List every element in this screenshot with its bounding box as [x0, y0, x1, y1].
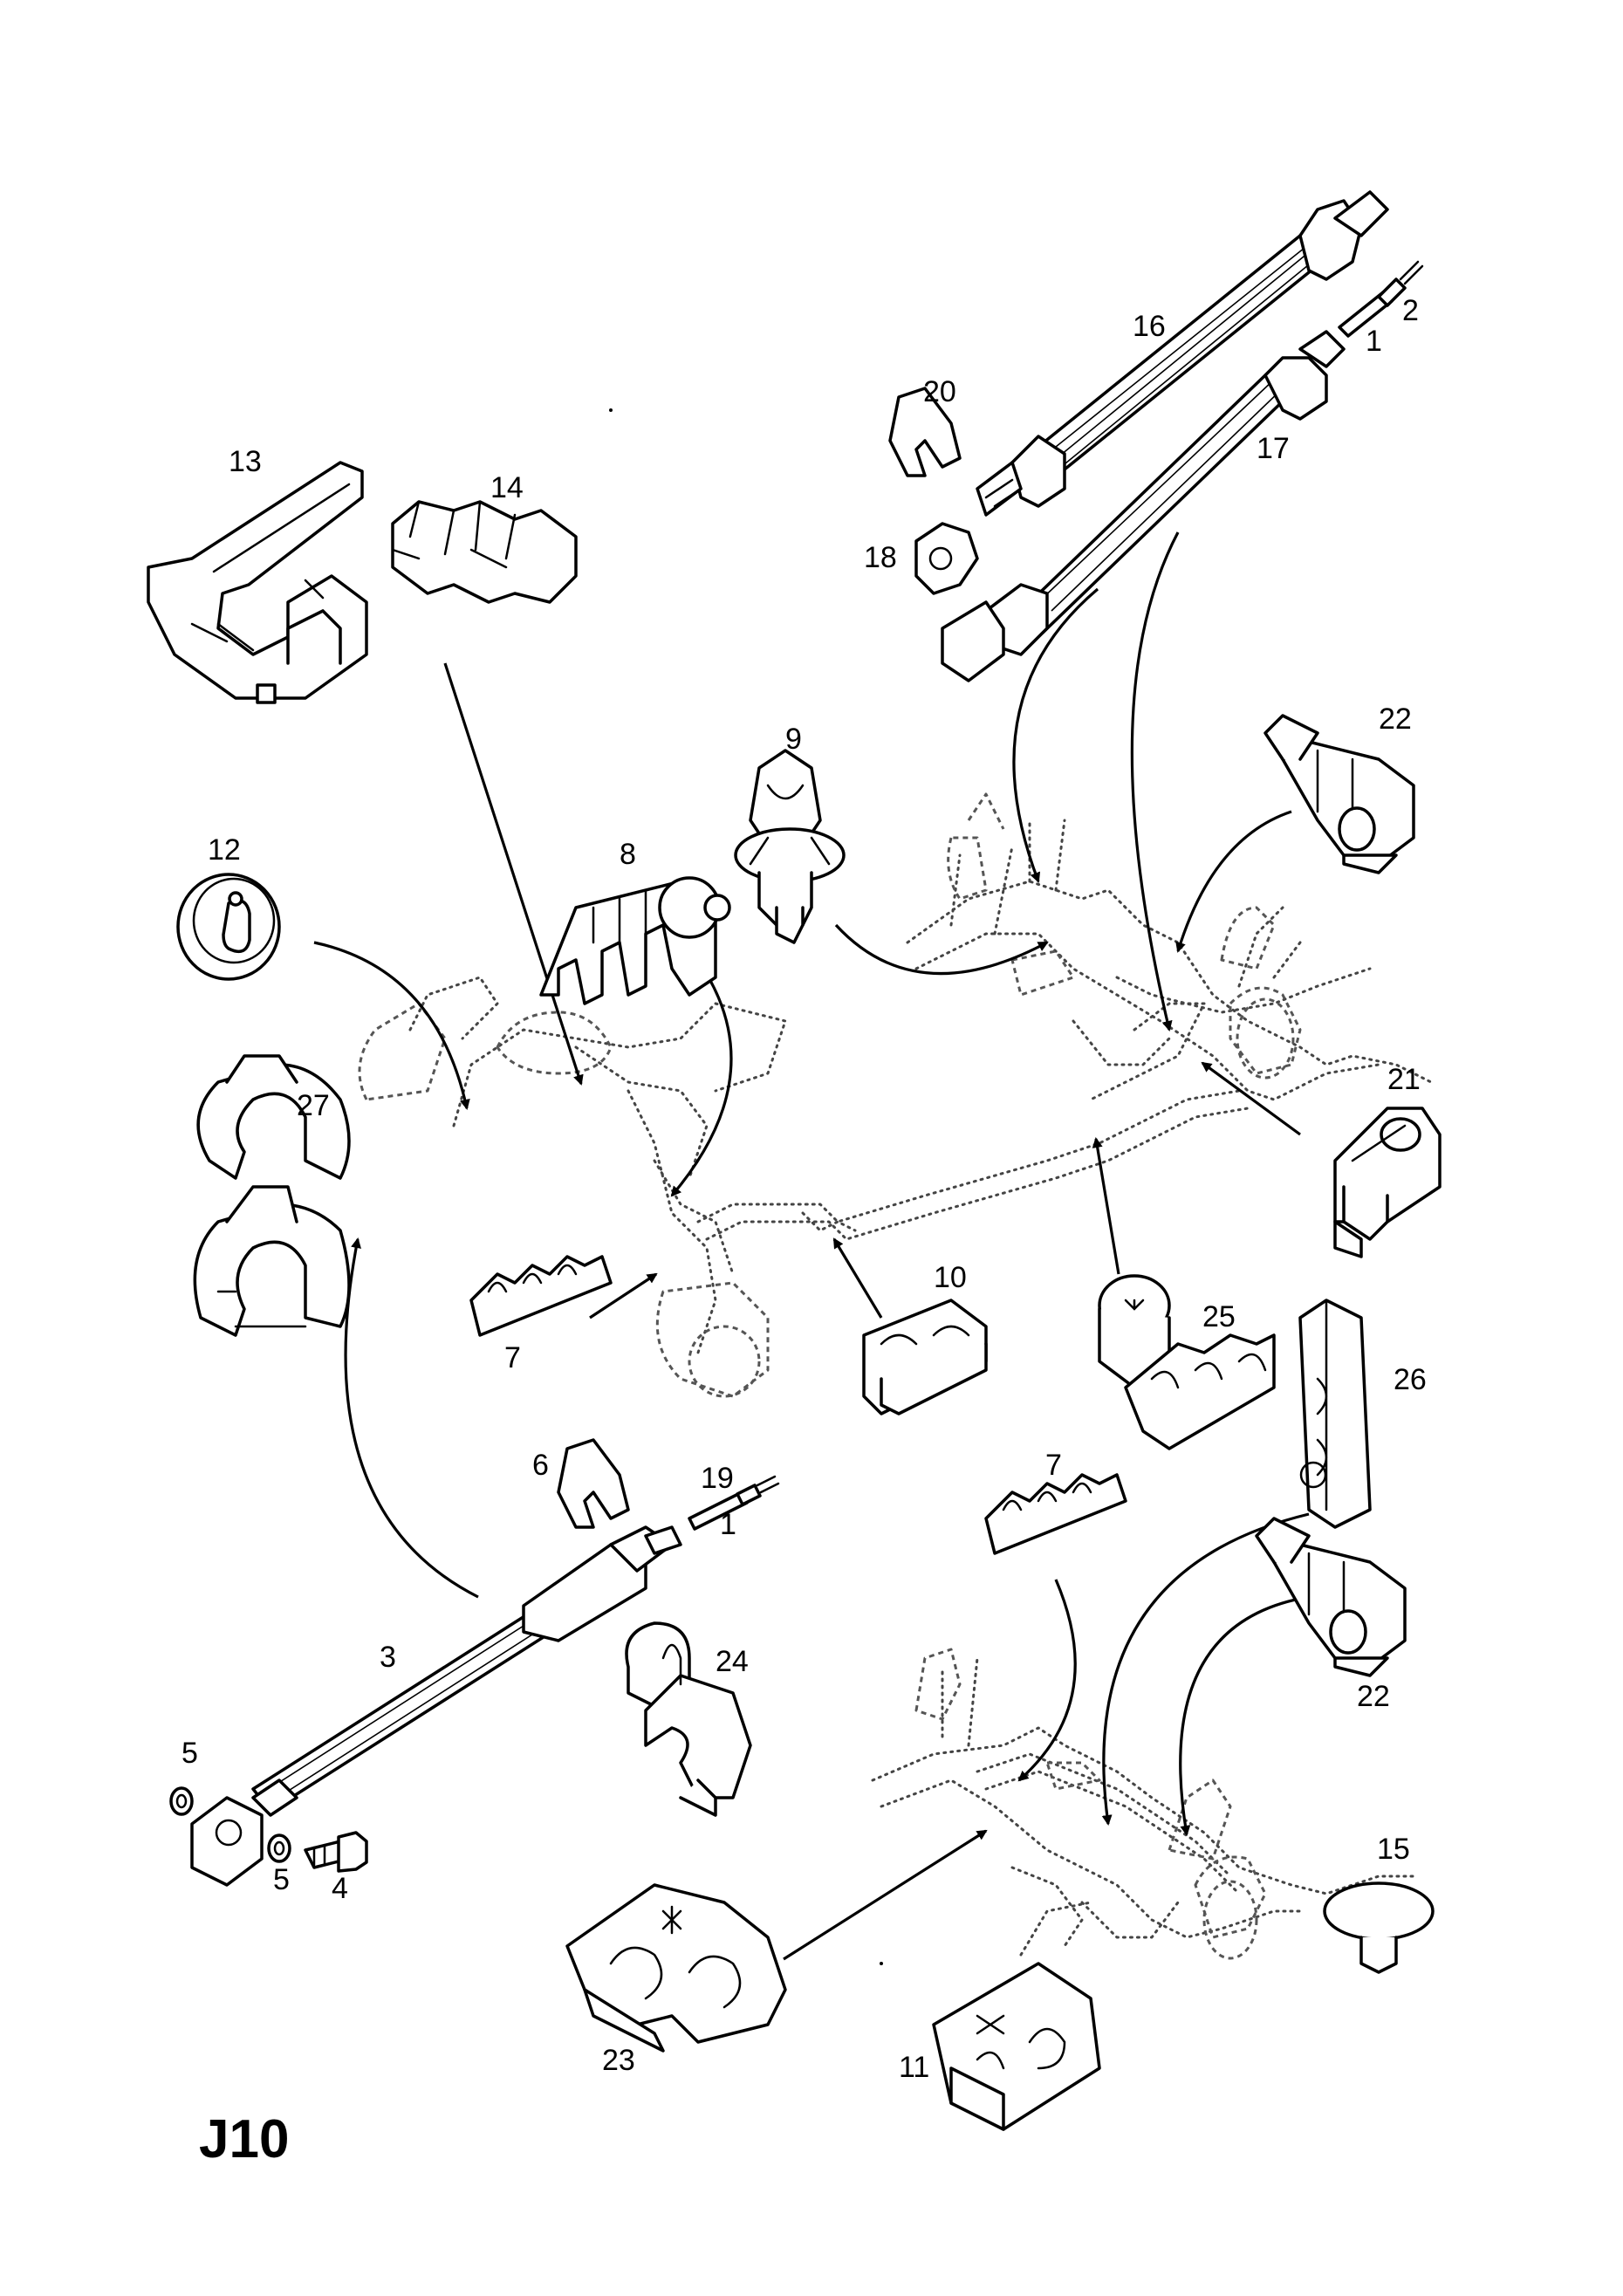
part-27-double-clip	[193, 1054, 351, 1337]
diagram-code: J10	[199, 2109, 289, 2169]
part-18-nut	[914, 522, 979, 595]
stray-mark	[609, 408, 613, 412]
part-5-washer-b	[267, 1833, 291, 1863]
callout-7: 7	[504, 1341, 521, 1374]
callout-9: 9	[785, 723, 802, 756]
part-15-push-button	[1323, 1881, 1435, 1974]
callout-8: 8	[620, 838, 636, 871]
callout-7: 7	[1045, 1449, 1062, 1482]
part-23-clip	[565, 1883, 787, 2053]
callout-21: 21	[1387, 1063, 1421, 1096]
callout-5: 5	[181, 1737, 198, 1770]
callout-2: 2	[1402, 294, 1419, 327]
part-1-2-pin	[1338, 260, 1424, 338]
callout-12: 12	[208, 833, 241, 867]
callout-14: 14	[490, 471, 524, 504]
part-26-clip	[1298, 1299, 1372, 1529]
callout-15: 15	[1377, 1833, 1410, 1866]
callout-5: 5	[273, 1863, 290, 1896]
callout-1: 1	[720, 1508, 736, 1541]
part-19-1-pin	[688, 1475, 780, 1531]
callout-27: 27	[297, 1089, 330, 1122]
callout-22: 22	[1379, 703, 1412, 736]
rear-axle-assembly-upper	[906, 792, 1433, 1101]
part-22-bracket-upper	[1263, 714, 1415, 874]
part-7-clip-left	[469, 1255, 613, 1337]
callout-6: 6	[532, 1449, 549, 1482]
callout-16: 16	[1133, 310, 1166, 343]
callout-24: 24	[716, 1645, 749, 1678]
part-20-clip	[888, 387, 962, 477]
part-21-clip	[1333, 1107, 1442, 1258]
callout-10: 10	[934, 1261, 967, 1294]
part-11-clip	[932, 1962, 1101, 2131]
callout-11: 11	[899, 2051, 929, 2084]
part-25-clip	[1098, 1274, 1276, 1450]
part-7-clip-right	[984, 1473, 1127, 1555]
part-4-bolt	[304, 1831, 368, 1873]
part-16-brake-hose	[976, 190, 1389, 517]
callout-26: 26	[1394, 1363, 1427, 1396]
part-22-bracket-lower	[1255, 1517, 1407, 1677]
part-24-clip	[625, 1621, 752, 1817]
callout-18: 18	[864, 541, 897, 574]
part-6-clip	[557, 1438, 630, 1529]
callout-19: 19	[701, 1462, 734, 1495]
part-14-clip	[391, 500, 578, 604]
callout-22: 22	[1357, 1680, 1390, 1713]
arrows	[313, 531, 1310, 1961]
callout-4: 4	[332, 1872, 348, 1905]
callout-3: 3	[380, 1641, 396, 1674]
stray-mark	[880, 1962, 883, 1965]
callout-labels: 1 1 2 3 4 5 5 6 7 7 8 9 10 11 12 13 14 1…	[181, 294, 1427, 2084]
part-8-clip	[539, 876, 731, 1005]
callout-17: 17	[1257, 432, 1290, 465]
callout-20: 20	[923, 375, 956, 408]
part-12-grommet	[176, 873, 281, 981]
part-3-brake-hose	[190, 1525, 682, 1887]
callout-25: 25	[1202, 1300, 1236, 1333]
main-brake-pipe-assembly	[358, 976, 1250, 1398]
callout-23: 23	[602, 2044, 635, 2077]
callout-1: 1	[1366, 325, 1382, 358]
callout-13: 13	[229, 445, 262, 478]
part-10-clip-block	[862, 1299, 988, 1415]
part-9-push-clip	[734, 749, 846, 944]
part-13-bracket	[147, 461, 368, 704]
part-17-brake-hose	[941, 330, 1346, 682]
part-5-washer-a	[169, 1786, 194, 1816]
